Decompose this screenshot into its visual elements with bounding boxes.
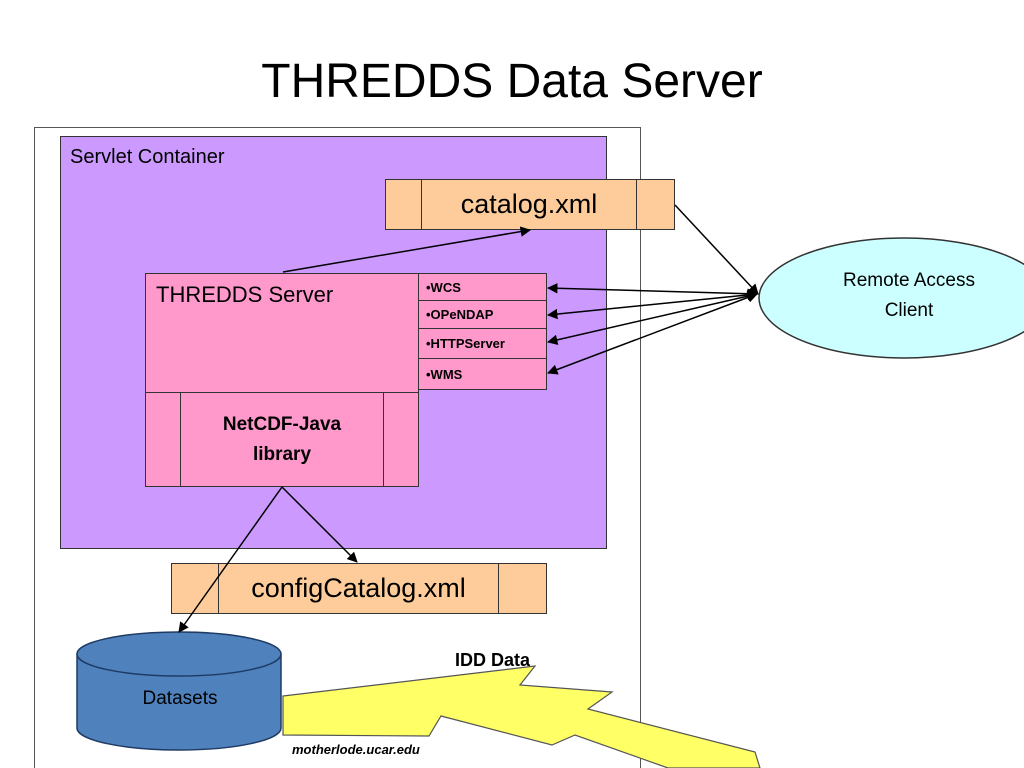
config-file-right-edge: [498, 564, 546, 613]
library-right-edge: [383, 393, 419, 487]
library-label: NetCDF-Java library: [181, 393, 383, 487]
config-catalog-label: configCatalog.xml: [251, 573, 466, 603]
datasets-cylinder: [76, 631, 282, 751]
catalog-file-left-edge: [386, 180, 422, 229]
service-wcs: •WCS: [419, 274, 546, 301]
service-wms: •WMS: [426, 366, 463, 382]
remote-client-label: Remote Access Client: [820, 266, 998, 326]
remote-client-line1: Remote Access: [843, 270, 975, 291]
library-to-config-arrow: [281, 486, 358, 563]
host-label: motherlode.ucar.edu: [292, 742, 420, 757]
datasets-label: Datasets: [142, 688, 218, 709]
catalog-to-client-arrow: [674, 204, 759, 295]
wms-client-arrow: [547, 292, 758, 375]
idd-data-label: IDD Data: [455, 650, 531, 670]
thredds-server-box: [145, 273, 419, 487]
library-label-line2: library: [252, 444, 312, 465]
wcs-client-arrow: [546, 283, 759, 299]
config-file-left-edge: [172, 564, 219, 613]
service-opendap: •OPeNDAP: [419, 301, 546, 329]
catalog-file-right-edge: [636, 180, 674, 229]
services-list: •WCS •OPeNDAP •HTTPServer •WMS: [418, 273, 547, 390]
server-machine-box: [34, 127, 641, 768]
netcdf-java-library: NetCDF-Java library: [145, 392, 419, 487]
thredds-server-label: THREDDS Server: [156, 282, 334, 307]
catalog-file-label: catalog.xml: [460, 189, 598, 219]
idd-lightning-bolt: [282, 665, 761, 768]
httpserver-client-arrow: [546, 290, 759, 346]
opendap-client-arrow: [546, 289, 759, 320]
remote-client-line2: Client: [884, 300, 934, 321]
config-catalog-xml-file: configCatalog.xml: [171, 563, 547, 614]
library-label-line1: NetCDF-Java: [222, 414, 342, 435]
library-to-datasets-arrow: [178, 486, 283, 633]
server-to-catalog-arrow: [282, 226, 532, 273]
service-httpserver: •HTTPServer: [419, 329, 546, 359]
remote-client-ellipse: [758, 237, 1024, 359]
servlet-container-label: Servlet Container: [70, 146, 225, 168]
library-left-edge: [145, 393, 181, 487]
diagram-title: THREDDS Data Server: [261, 55, 763, 108]
